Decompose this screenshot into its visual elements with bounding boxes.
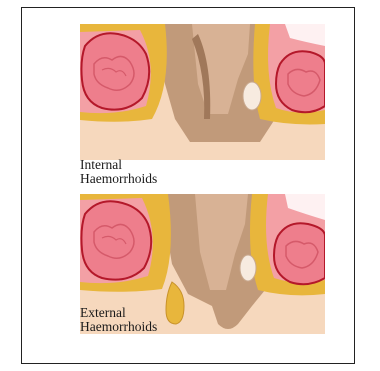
figure-frame: Internal Haemorrhoids [21, 7, 355, 364]
caption-2-line1: External [80, 306, 157, 320]
caption-2-line2: Haemorrhoids [80, 320, 157, 334]
external-haemorrhoids-caption: External Haemorrhoids [80, 306, 157, 334]
internal-haemorrhoids-illustration [80, 24, 325, 160]
right-haemorrhoid [276, 51, 325, 112]
internal-haemorrhoids-caption: Internal Haemorrhoids [80, 158, 157, 186]
caption-1-line2: Haemorrhoids [80, 172, 157, 186]
caption-1-line1: Internal [80, 158, 157, 172]
